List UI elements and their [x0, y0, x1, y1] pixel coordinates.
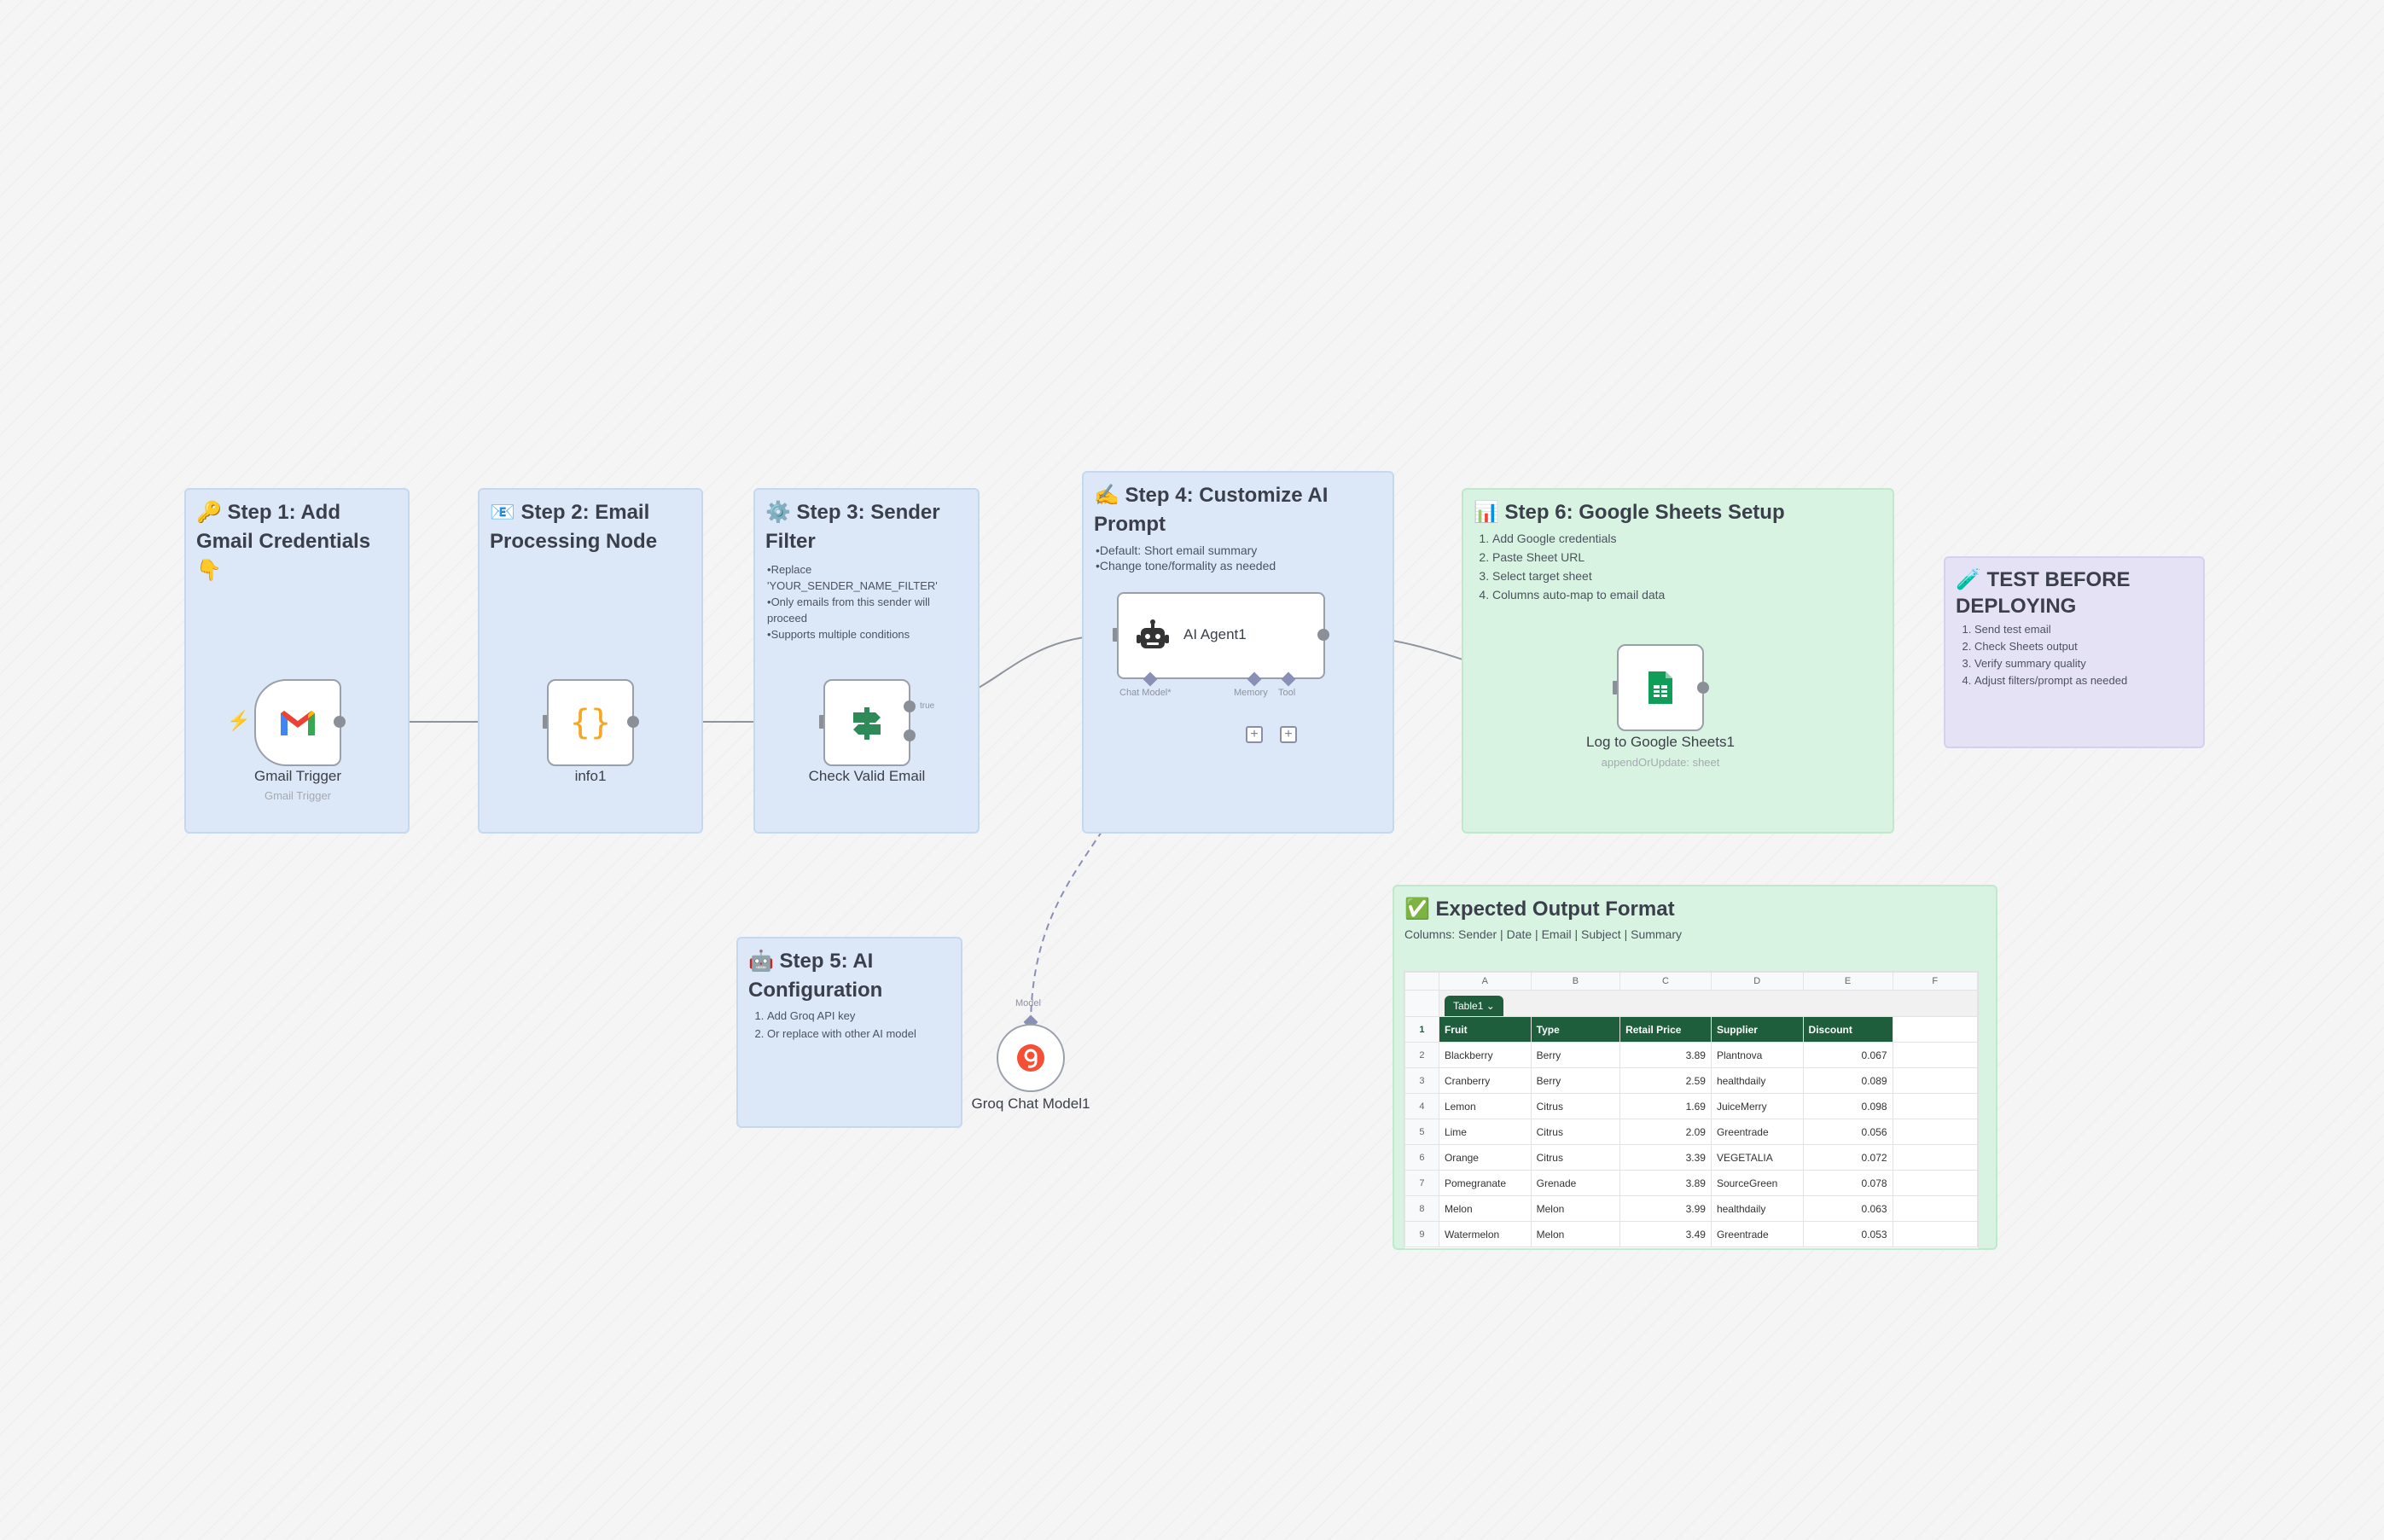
- sticky-note-step5[interactable]: 🤖 Step 5: AI Configuration Add Groq API …: [736, 937, 962, 1128]
- note-title: ✅ Expected Output Format: [1404, 898, 1675, 921]
- column-letter: F: [1892, 972, 1978, 991]
- note-subtitle: Columns: Sender | Date | Email | Subject…: [1404, 927, 1683, 941]
- sticky-note-test[interactable]: 🧪 TEST BEFORE DEPLOYING Send test email …: [1944, 556, 2205, 748]
- sticky-note-step1[interactable]: 🔑 Step 1: Add Gmail Credentials 👇: [184, 488, 410, 834]
- note-item: Add Google credentials: [1492, 529, 1882, 548]
- column-letter: B: [1530, 972, 1621, 991]
- gmail-output-handle[interactable]: [334, 716, 346, 728]
- ai-agent-node[interactable]: AI Agent1: [1117, 592, 1325, 679]
- google-sheets-node[interactable]: [1617, 644, 1704, 731]
- table-header-cell: Supplier: [1710, 1016, 1804, 1043]
- table-row: 9 Watermelon Melon 3.49 Greentrade 0.053: [1404, 1221, 1978, 1247]
- note-item: Supports multiple conditions: [767, 626, 968, 642]
- gmail-trigger-sublabel: Gmail Trigger: [264, 789, 332, 802]
- robot-icon: [1136, 619, 1170, 654]
- check-valid-email-label: Check Valid Email: [808, 768, 926, 784]
- note-item: Paste Sheet URL: [1492, 548, 1882, 567]
- sheets-input-handle[interactable]: [1613, 681, 1618, 694]
- note-item: Select target sheet: [1492, 567, 1882, 585]
- note-title: ⚙️ Step 3: Sender Filter: [765, 501, 940, 553]
- note-item: Columns auto-map to email data: [1492, 585, 1882, 604]
- note-item: Send test email: [1974, 621, 2193, 638]
- table-row: 6 Orange Citrus 3.39 VEGETALIA 0.072: [1404, 1144, 1978, 1171]
- trigger-bolt-icon: ⚡: [227, 710, 251, 731]
- google-sheets-label: Log to Google Sheets1: [1586, 734, 1735, 750]
- spreadsheet-preview: A B C D E F 1 Fruit Type Retail Price Su…: [1404, 971, 1979, 1249]
- sheets-output-handle[interactable]: [1697, 682, 1709, 694]
- table-row: 4 Lemon Citrus 1.69 JuiceMerry 0.098: [1404, 1093, 1978, 1119]
- signpost-icon: [825, 681, 909, 764]
- google-sheets-icon: [1619, 646, 1702, 729]
- chat-model-label: Chat Model*: [1119, 688, 1172, 698]
- info-output-handle[interactable]: [627, 716, 639, 728]
- column-letter: E: [1802, 972, 1893, 991]
- add-tool-button[interactable]: +: [1280, 726, 1297, 743]
- table-header-cell: Discount: [1802, 1016, 1893, 1043]
- column-letter: D: [1710, 972, 1804, 991]
- sticky-note-step2[interactable]: 📧 Step 2: Email Processing Node: [478, 488, 703, 834]
- groq-model-label: Model: [1015, 998, 1041, 1008]
- gmail-trigger-label: Gmail Trigger: [253, 768, 342, 784]
- tool-label: Tool: [1278, 688, 1296, 698]
- note-item: Replace 'YOUR_SENDER_NAME_FILTER': [767, 561, 968, 594]
- google-sheets-sublabel: appendOrUpdate: sheet: [1601, 756, 1720, 769]
- connection-groq-agent: [1030, 687, 1151, 1025]
- check-input-handle[interactable]: [819, 715, 824, 729]
- note-item: Adjust filters/prompt as needed: [1974, 672, 2193, 689]
- groq-icon: [998, 1026, 1063, 1090]
- note-title: 📊 Step 6: Google Sheets Setup: [1474, 501, 1785, 524]
- info1-node[interactable]: {}: [547, 679, 634, 766]
- table-header-row: 1 Fruit Type Retail Price Supplier Disco…: [1404, 1016, 1978, 1043]
- check-true-label: true: [920, 701, 935, 711]
- spreadsheet-table: A B C D E F 1 Fruit Type Retail Price Su…: [1404, 972, 1978, 1247]
- agent-input-handle[interactable]: [1113, 628, 1118, 642]
- note-item: Verify summary quality: [1974, 655, 2193, 672]
- note-item: Only emails from this sender will procee…: [767, 594, 968, 626]
- table-row: 5 Lime Citrus 2.09 Greentrade 0.056: [1404, 1119, 1978, 1145]
- column-letter: A: [1438, 972, 1532, 991]
- check-true-handle[interactable]: [904, 700, 916, 712]
- table-row: 7 Pomegranate Grenade 3.89 SourceGreen 0…: [1404, 1170, 1978, 1196]
- table-header-cell: Retail Price: [1619, 1016, 1712, 1043]
- note-title: ✍️ Step 4: Customize AI Prompt: [1094, 484, 1329, 536]
- gmail-icon: [256, 681, 340, 764]
- column-letter: C: [1619, 972, 1712, 991]
- ai-agent-label: AI Agent1: [1183, 626, 1247, 642]
- note-title: 🤖 Step 5: AI Configuration: [748, 950, 883, 1002]
- sticky-note-step3[interactable]: ⚙️ Step 3: Sender Filter Replace 'YOUR_S…: [753, 488, 980, 834]
- add-memory-button[interactable]: +: [1246, 726, 1263, 743]
- note-item: Change tone/formality as needed: [1096, 558, 1382, 573]
- groq-chat-model-node[interactable]: [997, 1024, 1065, 1092]
- check-valid-email-node[interactable]: [823, 679, 910, 766]
- code-braces-icon: {}: [569, 703, 612, 742]
- note-title: 📧 Step 2: Email Processing Node: [490, 501, 658, 553]
- table-row: 8 Melon Melon 3.99 healthdaily 0.063: [1404, 1195, 1978, 1222]
- table-row: 2 Blackberry Berry 3.89 Plantnova 0.067: [1404, 1042, 1978, 1068]
- check-false-handle[interactable]: [904, 729, 916, 741]
- memory-label: Memory: [1234, 688, 1268, 698]
- note-item: Or replace with other AI model: [767, 1025, 951, 1043]
- note-item: Add Groq API key: [767, 1007, 951, 1025]
- gmail-trigger-node[interactable]: [254, 679, 341, 766]
- agent-output-handle[interactable]: [1317, 629, 1329, 641]
- groq-chat-model-label: Groq Chat Model1: [971, 1095, 1090, 1112]
- info-input-handle[interactable]: [543, 715, 548, 729]
- table-header-cell: Type: [1530, 1016, 1621, 1043]
- table-row: 3 Cranberry Berry 2.59 healthdaily 0.089: [1404, 1067, 1978, 1094]
- note-title: 🔑 Step 1: Add Gmail Credentials 👇: [196, 501, 371, 582]
- table-name-tag: Table1 ⌄: [1445, 996, 1503, 1016]
- note-item: Default: Short email summary: [1096, 543, 1382, 558]
- column-header-row: A B C D E F: [1404, 972, 1978, 991]
- note-item: Check Sheets output: [1974, 638, 2193, 655]
- note-title: 🧪 TEST BEFORE DEPLOYING: [1956, 568, 2131, 618]
- info1-label: info1: [574, 768, 607, 784]
- table-header-cell: Fruit: [1438, 1016, 1532, 1043]
